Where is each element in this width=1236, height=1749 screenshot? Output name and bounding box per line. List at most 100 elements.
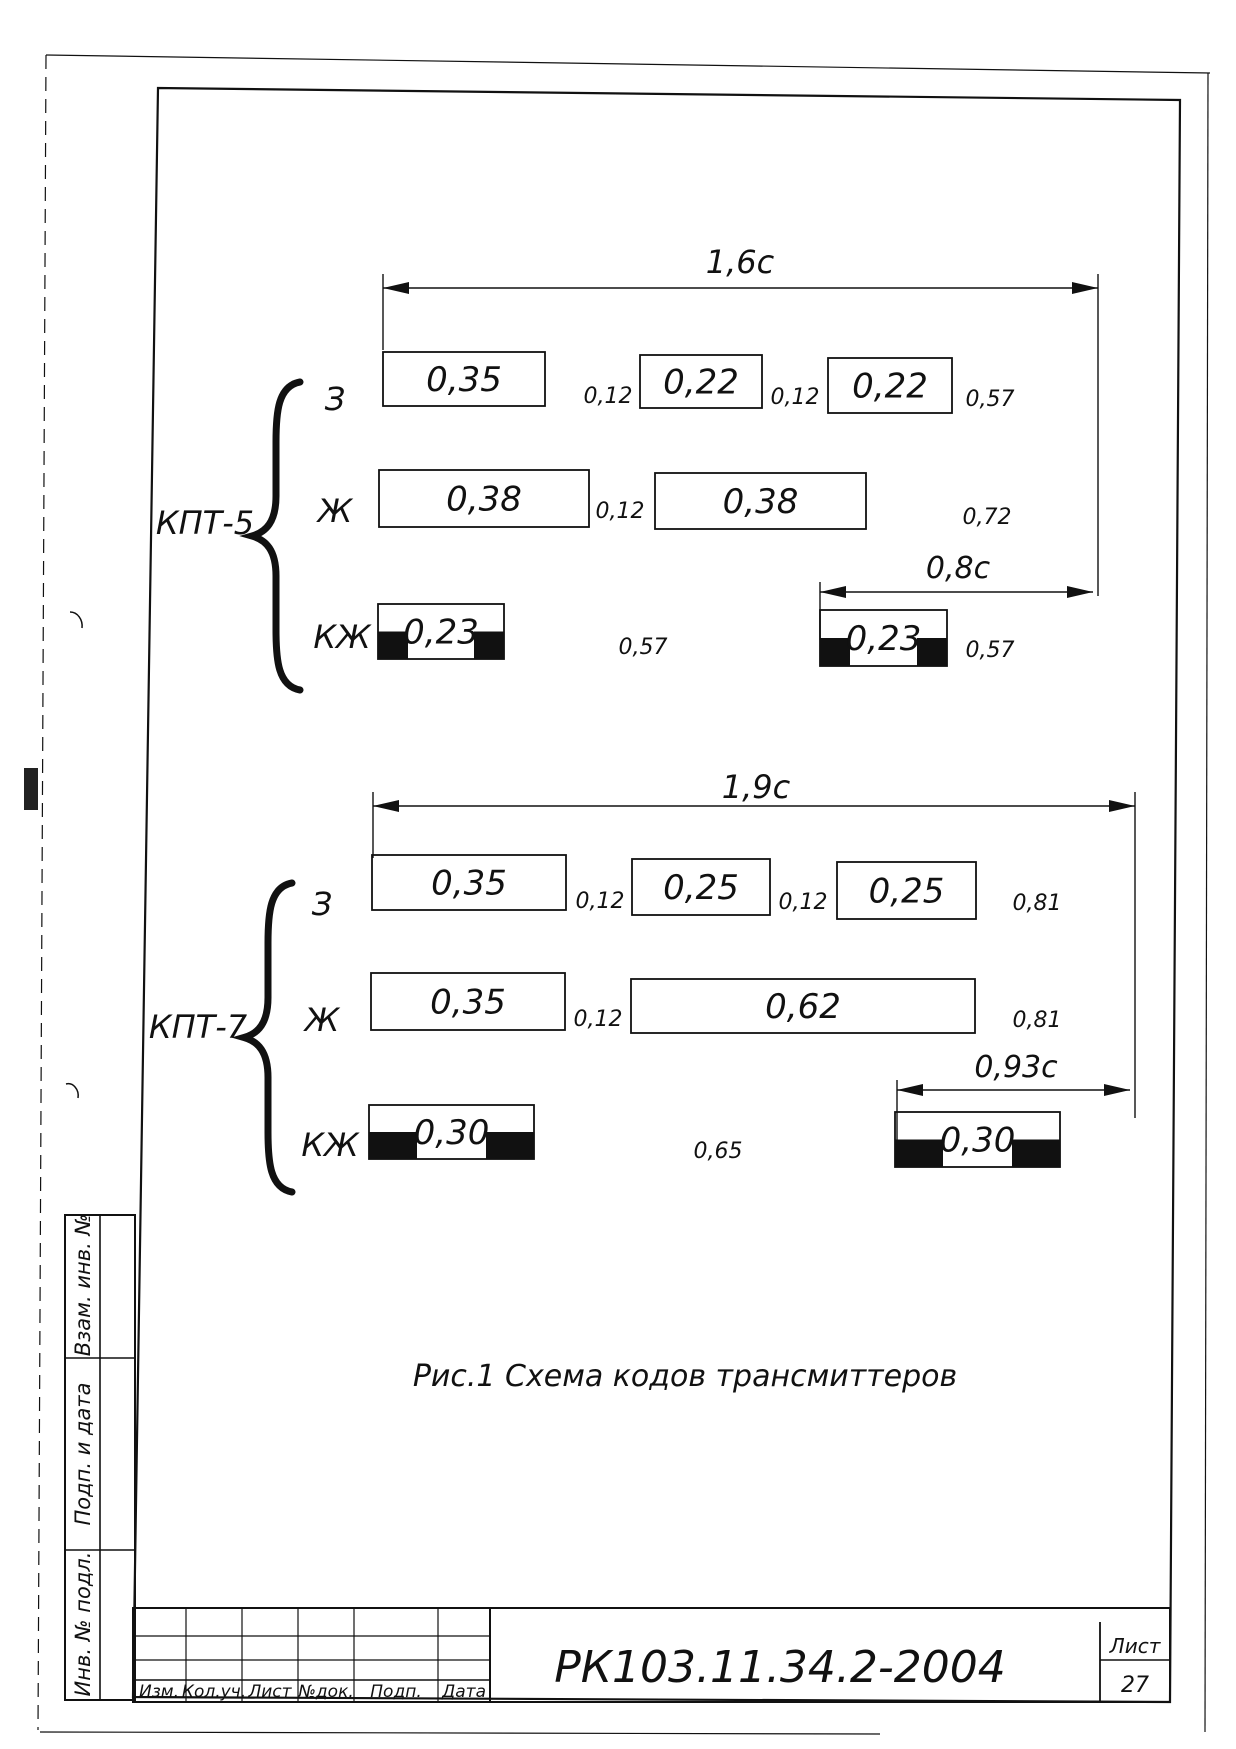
pulse-box [836,861,977,920]
interval-duration: 0,12 [779,890,828,915]
pulse-duration: 0,25 [869,872,945,912]
title-block-col-2: Лист [247,1682,292,1702]
signal-row-З: З 0,35 0,25 0,25 0,12 0,12 0,81 [312,854,1062,923]
pulse-block-left [820,638,850,666]
scan-mark [65,1082,79,1099]
tail-interval: 0,81 [1013,891,1062,916]
tail-interval: 0,57 [966,387,1015,412]
right-edge [1204,72,1209,1733]
arrow-head [1067,586,1093,598]
row-label: Ж [303,1001,341,1039]
group-brace [231,879,296,1196]
signal-row-КЖ: КЖ 0,30 0,30 0,65 [301,1104,1061,1168]
pulse-duration: 0,38 [723,482,799,522]
stamp-podp-label: Подп. и дата [71,1382,95,1525]
title-block-col-4: Подп. [370,1682,421,1702]
arrow-head [1072,282,1098,294]
top-edge [45,54,1211,74]
tail-interval: 0,72 [963,505,1012,530]
row-label: З [312,885,333,923]
arrow-head [897,1084,923,1096]
pulse-box-label-bg [437,480,531,517]
cycle-label: 1,9с [722,768,791,806]
pulse-box [371,854,567,911]
arrow-head [820,586,846,598]
arrow-head [383,282,409,294]
side-stamp: Взам. инв. № Подп. и дата Инв. № подл. [64,1214,136,1701]
pulse-block-left [378,631,408,659]
pulse-box-hatched [378,469,590,528]
cycle-label: 1,6с [706,243,775,281]
pulse-box [382,351,546,407]
pulse-box-label-bg [949,1120,1006,1165]
pulse-box-label-bg [727,989,879,1023]
interval-duration: 0,12 [771,385,820,410]
pulse-box-label-bg [856,618,911,664]
pulse-duration: 0,38 [446,480,522,520]
pulse-box-label-bg [423,1113,480,1157]
tail-interval: 0,81 [1013,1008,1062,1033]
pulse-box-label-bg [714,483,807,519]
interval-duration: 0,12 [576,889,625,914]
pulse-duration: 0,23 [403,613,479,653]
group-name: КПТ-7 [149,1008,248,1046]
interval-duration: 0,57 [619,635,668,660]
arrow-head [373,800,399,812]
pulse-block-left [895,1139,943,1167]
interval-duration: 0,12 [574,1007,623,1032]
pulse-duration: 0,35 [430,983,506,1023]
stamp-inv-label: Инв. № подл. [71,1552,95,1697]
pulse-duration: 0,30 [940,1121,1016,1161]
row-label: Ж [316,492,354,530]
title-block-col-5: Дата [441,1682,486,1702]
row-label: З [325,380,346,418]
pulse-block-right [486,1132,534,1159]
arrow-head [1104,1084,1130,1096]
scan-mark [24,768,38,810]
interval-duration: 0,12 [596,499,645,524]
row-label: КЖ [301,1126,360,1164]
signal-row-Ж: Ж 0,35 0,62 0,12 0,81 [303,972,1062,1039]
sub-label: 0,8с [926,551,991,586]
title-block-col-0: Изм. [139,1682,179,1702]
title-block-col-1: Кол.уч. [182,1682,246,1702]
stamp-vzam-label: Взам. инв. № [71,1214,95,1357]
title-block-col-3: №док. [297,1682,354,1702]
pulse-duration: 0,25 [663,868,739,908]
pulse-box [827,357,953,414]
pulse-duration: 0,35 [426,360,502,400]
pulse-box-hatched [654,472,867,530]
pulse-duration: 0,22 [852,367,928,407]
interval-duration: 0,12 [584,384,633,409]
group-name: КПТ-5 [156,504,254,542]
pulse-box-hatched [630,978,976,1034]
pulse-box [631,858,771,916]
pulse-duration: 0,23 [846,619,922,659]
document-designation: РК103.11.34.2-2004 [554,1642,1006,1693]
pulse-duration: 0,35 [431,864,507,904]
pulse-box-hatched [370,972,566,1031]
arrow-head [1109,800,1135,812]
pulse-duration: 0,62 [765,987,841,1027]
pulse-block-right [474,631,504,659]
interval-duration: 0,65 [694,1139,743,1164]
title-block-frame [132,1607,1171,1703]
pulse-duration: 0,30 [414,1113,490,1153]
pulse-box-label-bg [414,612,468,657]
bottom-edge [39,1731,881,1735]
pulse-box [639,354,763,409]
pulse-box-label-bg [425,983,511,1020]
tail-interval: 0,57 [966,638,1015,663]
figure-caption: Рис.1 Схема кодов трансмиттеров [413,1359,957,1394]
sheet-label: Лист [1109,1634,1162,1658]
group-brace [239,378,304,694]
pulse-block-right [917,638,947,666]
scan-mark [69,611,83,629]
